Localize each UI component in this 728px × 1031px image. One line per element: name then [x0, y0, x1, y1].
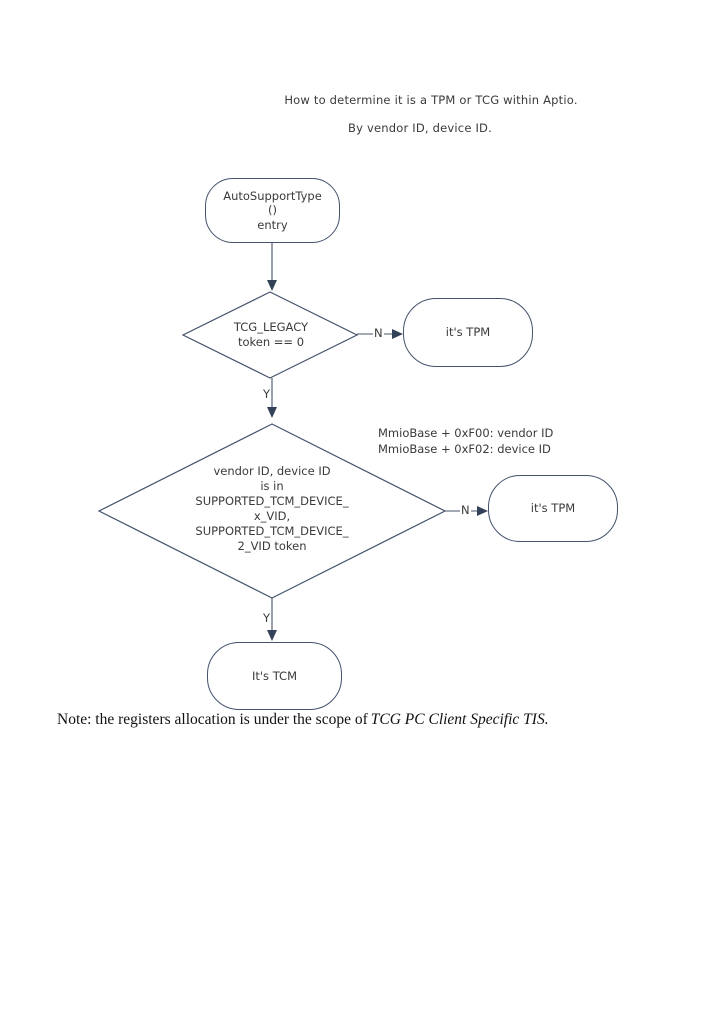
arrowhead-down-icon [267, 630, 277, 641]
decision1-no-label: N [373, 326, 384, 340]
footnote-text: Note: the registers allocation is under … [57, 711, 368, 728]
mmio-annotation: MmioBase + 0xF00: vendor ID MmioBase + 0… [378, 426, 554, 456]
page-title: How to determine it is a TPM or TCG with… [284, 93, 578, 107]
footnote-emphasis: TCG PC Client Specific TIS. [370, 711, 549, 728]
arrowhead-down-icon [267, 407, 277, 418]
arrowhead-right-icon [392, 329, 403, 339]
entry-node: AutoSupportType () entry [205, 178, 340, 243]
page-subtitle: By vendor ID, device ID. [348, 121, 492, 135]
tpm-top-node: it's TPM [403, 298, 533, 367]
decision2-yes-label: Y [262, 611, 272, 625]
arrowhead-right-icon [477, 506, 488, 516]
decision-vendor-device-label: vendor ID, device ID is in SUPPORTED_TCM… [195, 464, 349, 553]
tpm-right-node: it's TPM [488, 475, 618, 542]
decision-tcg-legacy-label: TCG_LEGACY token == 0 [233, 320, 309, 349]
tcm-node: It's TCM [207, 642, 342, 710]
footnote: Note: the registers allocation is under … [57, 711, 549, 729]
decision-tcg-legacy-shape [181, 291, 359, 379]
decision1-yes-label: Y [262, 387, 272, 401]
arrowhead-down-icon [267, 280, 277, 291]
decision2-no-label: N [460, 503, 471, 517]
